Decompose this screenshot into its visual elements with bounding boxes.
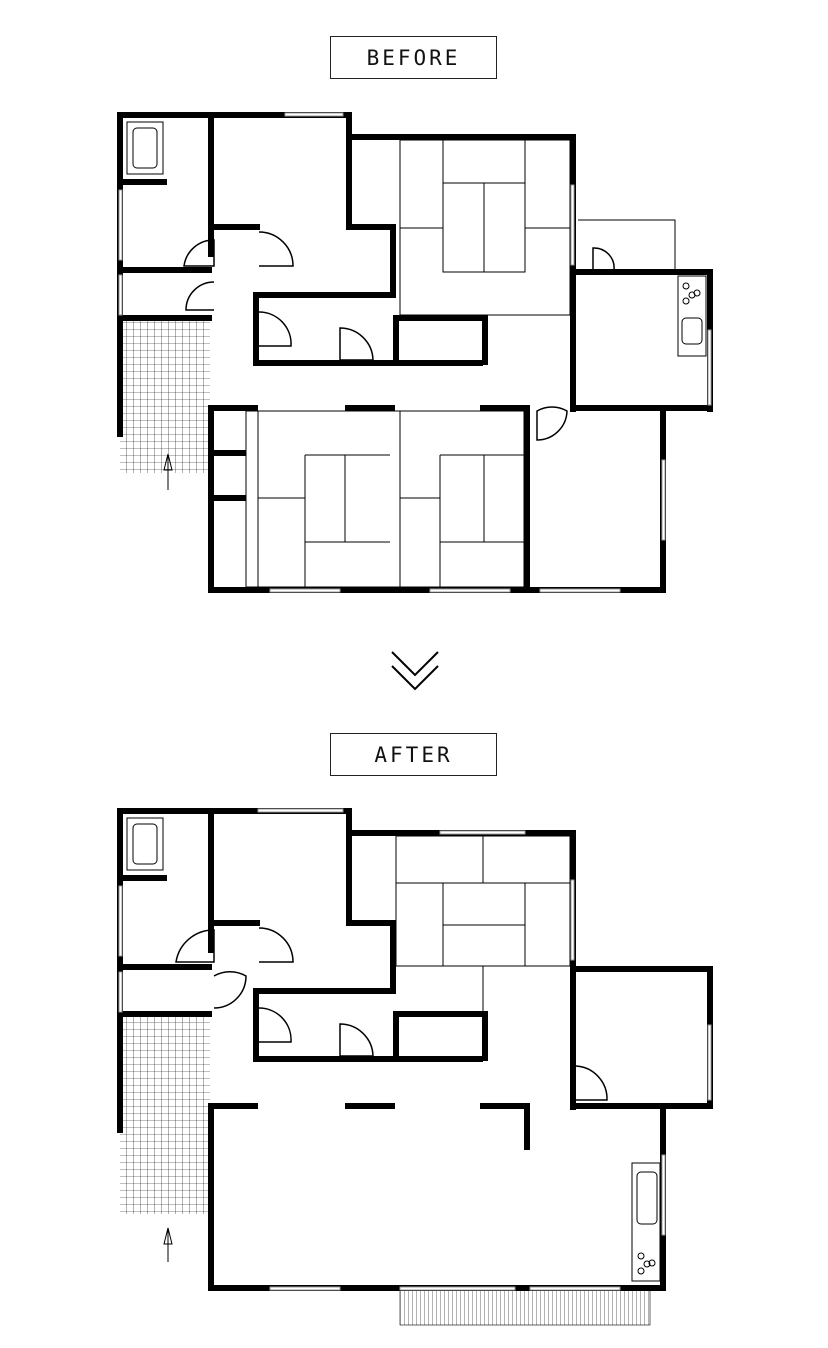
after-doors [163, 927, 608, 1262]
after-fixtures [126, 817, 661, 1282]
after-tatami [395, 835, 571, 1011]
before-deck [120, 318, 210, 473]
before-kitchen-fixtures [126, 121, 707, 357]
after-wood-deck [399, 1289, 651, 1326]
before-plan [117, 112, 713, 593]
after-windows [118, 808, 712, 1291]
after-deck [120, 1014, 210, 1214]
after-label: AFTER [330, 733, 497, 776]
transition-arrow-icon [391, 651, 439, 691]
before-doors [163, 231, 615, 490]
before-tatami [245, 139, 676, 588]
before-label: BEFORE [330, 36, 497, 79]
before-windows [118, 112, 712, 593]
after-plan [117, 808, 713, 1326]
